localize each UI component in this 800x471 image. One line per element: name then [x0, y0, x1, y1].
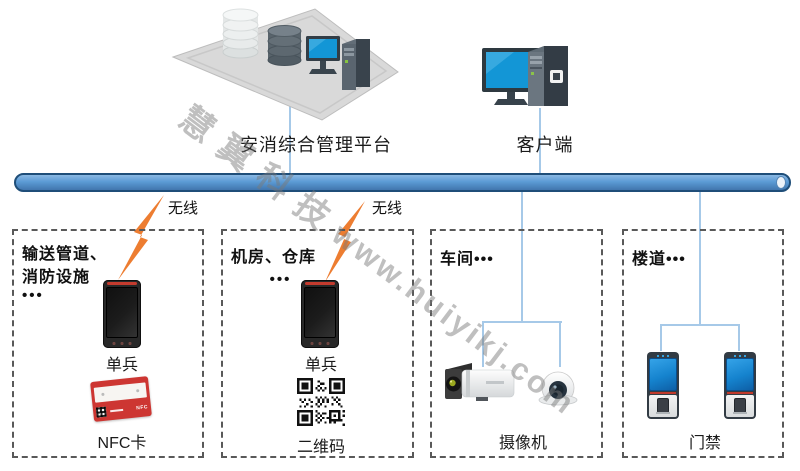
lightning-bolt-icon [118, 195, 164, 280]
handheld-terminal-icon [103, 280, 141, 348]
zone-workshop: 车间••• [430, 229, 603, 458]
terminal-screen [726, 358, 754, 391]
phone-top-accent [107, 282, 137, 285]
nfc-card-icon: NFC [90, 376, 152, 422]
client-label: 客户端 [516, 135, 574, 155]
terminal1-drop-line [660, 324, 662, 351]
client-monitor-icon [482, 48, 540, 105]
dome-camera-drop-line [559, 321, 561, 367]
handheld-terminal-icon [301, 280, 339, 348]
phone-screen [304, 287, 336, 338]
zone-title-dots: ••• [22, 287, 44, 304]
phone-top-accent [305, 282, 335, 285]
wireless-label-2: 无线 [372, 200, 403, 217]
bullet-camera-icon [445, 363, 515, 401]
platform-bus-connector [289, 106, 291, 174]
corridor-branch-line [660, 324, 740, 326]
zone-title-line2: 消防设施 [22, 269, 91, 286]
terminal-red-accent [727, 392, 753, 394]
platform-label: 安消综合管理平台 [240, 135, 392, 155]
nfc-card-label: NFC卡 [97, 435, 147, 452]
terminal-base [649, 395, 677, 417]
access-control-label: 门禁 [688, 435, 721, 452]
lightning-bolt-icon [325, 201, 365, 282]
zone-title-line1: 车间••• [440, 251, 494, 268]
qr-code-label: 二维码 [296, 439, 345, 456]
cameras-illustration [445, 363, 578, 406]
nfc-card-textbar [110, 408, 124, 413]
database-dark-icon [267, 25, 302, 66]
nfc-card-stripe [93, 382, 147, 403]
terminal-top-dots [649, 354, 677, 358]
network-bus [14, 173, 791, 192]
platform-tower-icon [342, 39, 370, 90]
zone-corridor: 楼道••• 门禁 [622, 229, 784, 458]
wireless-label-1: 无线 [168, 200, 199, 217]
terminal-base-line [656, 412, 670, 414]
client-computer-icon [482, 46, 568, 106]
nfc-card-qr [95, 406, 107, 418]
nfc-card-logo: NFC [135, 404, 149, 412]
zone-machine-room: 机房、仓库 ••• 单兵 二维码 [221, 229, 414, 458]
phone-label: 单兵 [304, 357, 337, 374]
phone-buttons [111, 342, 133, 345]
zone-title-line1: 楼道••• [632, 251, 686, 268]
terminal-screen [649, 358, 677, 391]
zone-title-line1: 机房、仓库 [231, 249, 317, 266]
terminal-base-line [733, 412, 747, 414]
client-bus-connector [539, 108, 541, 174]
terminal-reader [734, 398, 746, 413]
phone-buttons [309, 342, 331, 345]
database-light-icon [222, 8, 259, 59]
access-terminal-icon [647, 352, 679, 419]
dome-camera-icon [538, 371, 578, 406]
workshop-branch-line [482, 321, 562, 323]
terminal-red-accent [650, 392, 676, 394]
workshop-bus-connector [521, 191, 523, 322]
client-tower-icon [528, 46, 568, 106]
bullet-camera-drop-line [482, 321, 484, 367]
access-terminal-icon [724, 352, 756, 419]
bus-end-cap [776, 176, 786, 189]
terminal2-drop-line [738, 324, 740, 351]
terminal-top-dots [726, 354, 754, 358]
platform-illustration [171, 8, 399, 121]
platform-monitor-icon [306, 36, 340, 74]
camera-label: 摄像机 [498, 435, 547, 452]
zone-pipeline: 输送管道、 消防设施 ••• 单兵 NFC NFC卡 [12, 229, 204, 458]
phone-label: 单兵 [105, 357, 138, 374]
corridor-bus-connector [699, 191, 701, 326]
zone-title-dots: ••• [269, 271, 292, 288]
zone-title-line1: 输送管道、 [22, 246, 108, 263]
terminal-reader [657, 398, 669, 413]
terminal-base [726, 395, 754, 417]
qr-code-icon [297, 378, 345, 426]
phone-screen [106, 287, 138, 338]
